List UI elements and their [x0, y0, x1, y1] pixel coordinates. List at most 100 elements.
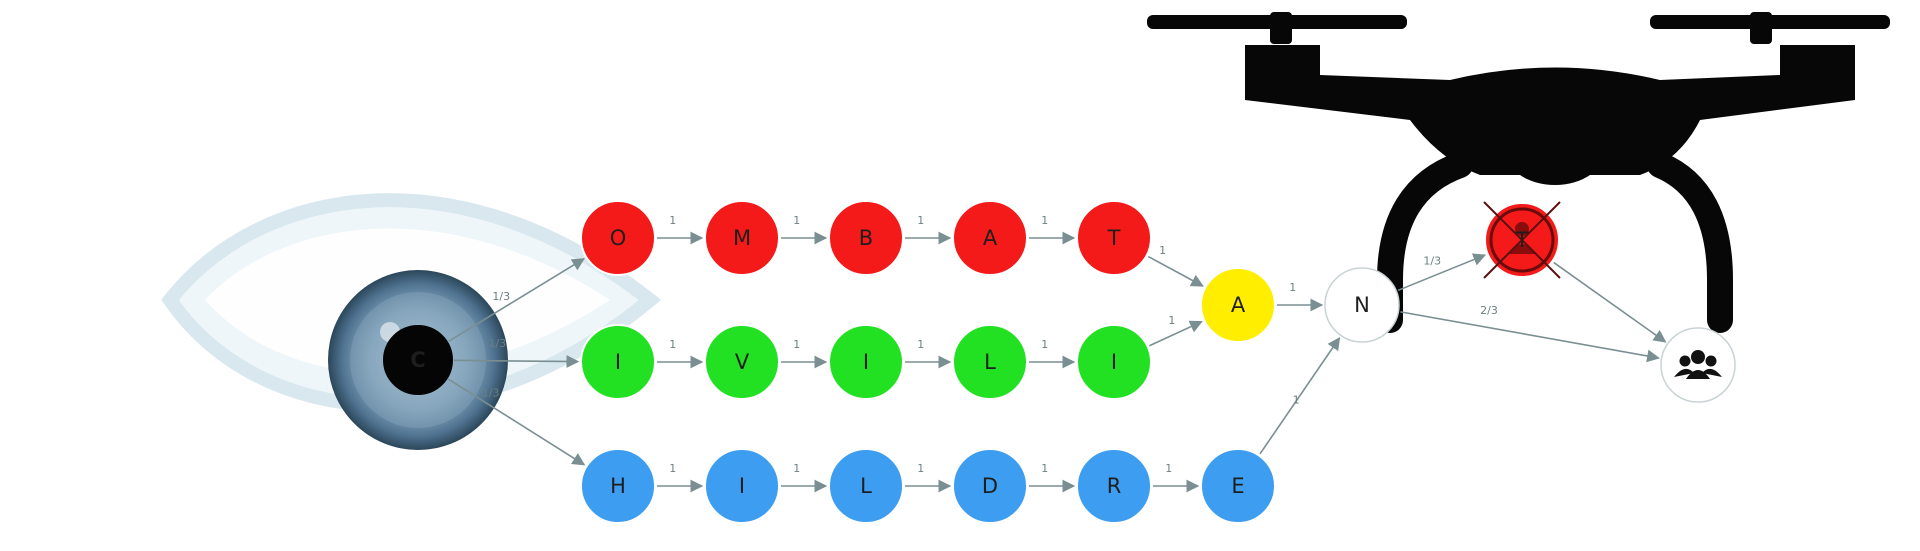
node-g1: I — [580, 324, 656, 400]
node-circle — [383, 325, 453, 395]
node-circle — [1076, 200, 1152, 276]
node-label: A — [1231, 293, 1246, 317]
edge-label: 1/3 — [492, 290, 510, 303]
node-r3: B — [828, 200, 904, 276]
node-label: N — [1354, 293, 1370, 317]
target-ring — [1489, 207, 1555, 273]
edge-label: 2/3 — [1480, 304, 1498, 317]
node-g2: V — [704, 324, 780, 400]
edge-label: 1 — [669, 214, 676, 227]
edges-layer: 1/3 1/3 1/3 1 1 1 1 1 1 1 1 1 1 1 1 1 1 1 1 1 1/3 2/3 — [448, 214, 1667, 493]
node-label: T — [1515, 228, 1529, 252]
edge-label: 1 — [1041, 462, 1048, 475]
edge-label: 1 — [669, 462, 676, 475]
edge-label: 1 — [917, 462, 924, 475]
node-label: C — [410, 348, 425, 372]
node-b3: L — [828, 448, 904, 524]
edge-label: 1 — [1041, 338, 1048, 351]
edge-N-G — [1400, 311, 1660, 363]
edge-label: 1 — [793, 338, 800, 351]
node-label: R — [1107, 474, 1122, 498]
edge-label: 1 — [917, 214, 924, 227]
node-circle — [580, 324, 656, 400]
node-label: A — [983, 226, 998, 250]
node-label: I — [863, 350, 869, 374]
edge-label: 1 — [669, 338, 676, 351]
edge-label: 1 — [1289, 281, 1296, 294]
edge-N-T — [1397, 253, 1487, 292]
node-g4: L — [952, 324, 1028, 400]
node-circle — [704, 200, 780, 276]
edge-b6-N — [1259, 336, 1341, 455]
edge-C-g1 — [453, 355, 580, 368]
edge-label: 1 — [793, 462, 800, 475]
node-label: E — [1231, 474, 1244, 498]
node-circle — [1324, 267, 1400, 343]
node-b4: D — [952, 448, 1028, 524]
node-circle — [1200, 267, 1276, 343]
node-G — [1660, 327, 1736, 403]
node-circle — [952, 448, 1028, 524]
node-b1: H — [580, 448, 656, 524]
node-circle — [828, 200, 904, 276]
node-r2: M — [704, 200, 780, 276]
drone-icon — [1147, 12, 1890, 333]
node-label: H — [610, 474, 626, 498]
edge-label: 1 — [1168, 314, 1175, 327]
node-N: N — [1324, 267, 1400, 343]
node-circle — [704, 448, 780, 524]
node-label: D — [982, 474, 998, 498]
node-circle — [1660, 327, 1736, 403]
node-circle — [952, 324, 1028, 400]
edge-T-G — [1553, 261, 1667, 343]
node-label: L — [860, 474, 872, 498]
node-circle — [1200, 448, 1276, 524]
edge-label: 1 — [1159, 244, 1166, 257]
node-label: I — [739, 474, 745, 498]
crosshair-icon — [1483, 201, 1561, 279]
edge-C-b1 — [448, 378, 586, 466]
eye-icon — [161, 193, 662, 450]
node-label: L — [984, 350, 996, 374]
edge-r5-Y — [1147, 255, 1204, 287]
node-label: O — [610, 226, 627, 250]
edge-label: 1/3 — [482, 387, 500, 400]
node-b2: I — [704, 448, 780, 524]
node-b5: R — [1076, 448, 1152, 524]
edge-label: 1 — [1165, 462, 1172, 475]
node-label: I — [1111, 350, 1117, 374]
node-g3: I — [828, 324, 904, 400]
node-b6: E — [1200, 448, 1276, 524]
edge-g5-Y — [1149, 320, 1203, 347]
node-Y: A — [1200, 267, 1276, 343]
node-circle — [704, 324, 780, 400]
node-r1: O — [580, 200, 656, 276]
node-circle — [952, 200, 1028, 276]
node-r4: A — [952, 200, 1028, 276]
edge-label: 1/3 — [1423, 255, 1441, 268]
group-icon — [1674, 350, 1722, 379]
node-label: V — [735, 350, 750, 374]
node-circle — [1076, 448, 1152, 524]
node-T: T — [1483, 201, 1561, 279]
node-r5: T — [1076, 200, 1152, 276]
edge-label: 1 — [1041, 214, 1048, 227]
node-circle — [580, 200, 656, 276]
node-circle — [1076, 324, 1152, 400]
node-label: T — [1107, 226, 1121, 250]
edge-label: 1 — [917, 338, 924, 351]
edge-C-r1 — [448, 258, 585, 342]
node-circle — [828, 448, 904, 524]
node-label: B — [859, 226, 873, 250]
node-circle — [828, 324, 904, 400]
node-C: C — [383, 325, 453, 395]
edge-label: 1 — [793, 214, 800, 227]
edge-label: 1 — [1293, 394, 1300, 407]
node-label: M — [733, 226, 751, 250]
nodes-layer: C O M B A T I V I L I H I L D R E A N T — [383, 200, 1736, 524]
node-label: I — [615, 350, 621, 374]
node-circle — [580, 448, 656, 524]
edge-label: 1/3 — [488, 337, 506, 350]
node-g5: I — [1076, 324, 1152, 400]
